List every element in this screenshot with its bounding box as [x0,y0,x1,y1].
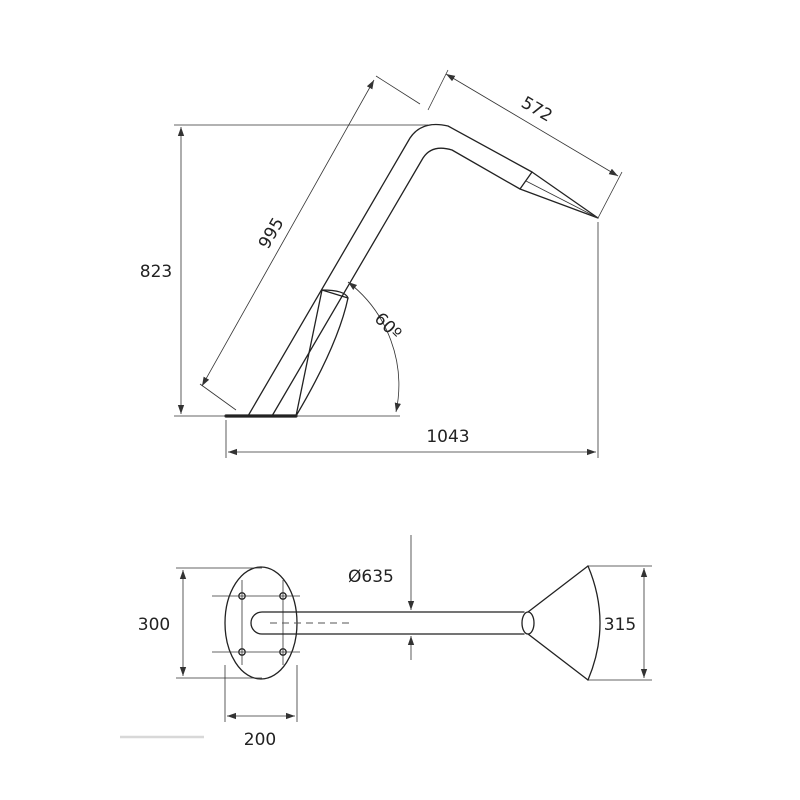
dim-angle: 60º [296,281,405,417]
nozzle [519,171,599,219]
dim-nozzle-height-label: 315 [604,615,636,635]
dim-height: 823 [140,124,428,417]
post-sleeve [295,289,349,417]
dim-arm-length: 572 [427,69,623,219]
dim-base-height-label: 300 [138,615,170,635]
dim-base-height: 300 [138,567,262,679]
nozzle-ring [521,611,535,635]
top-view: Ø635 300 315 200 [120,535,652,750]
side-view: 572 995 823 60º 1043 [140,69,623,458]
tube [250,611,525,635]
dim-width-label: 1043 [426,427,469,447]
dim-width: 1043 [225,222,599,458]
dim-diameter: Ø635 [348,535,415,660]
dim-angle-label: 60º [370,309,405,344]
dim-base-width-label: 200 [244,730,276,750]
fountain-top-profile [212,565,601,681]
post-outer-edge [247,123,533,417]
dim-post-length-label: 995 [255,214,289,252]
nozzle-line [525,180,599,219]
dim-post-length: 995 [199,75,421,411]
dim-diameter-label: Ø635 [348,567,394,587]
post-inner-edge [271,147,521,417]
dim-height-label: 823 [140,262,172,282]
nozzle-rim [587,565,601,681]
nozzle-cone [527,565,589,681]
dim-arm-length-label: 572 [517,93,555,127]
dim-base-width: 200 [224,665,298,750]
fountain-side-profile [224,123,599,418]
dim-nozzle-height: 315 [588,565,652,681]
